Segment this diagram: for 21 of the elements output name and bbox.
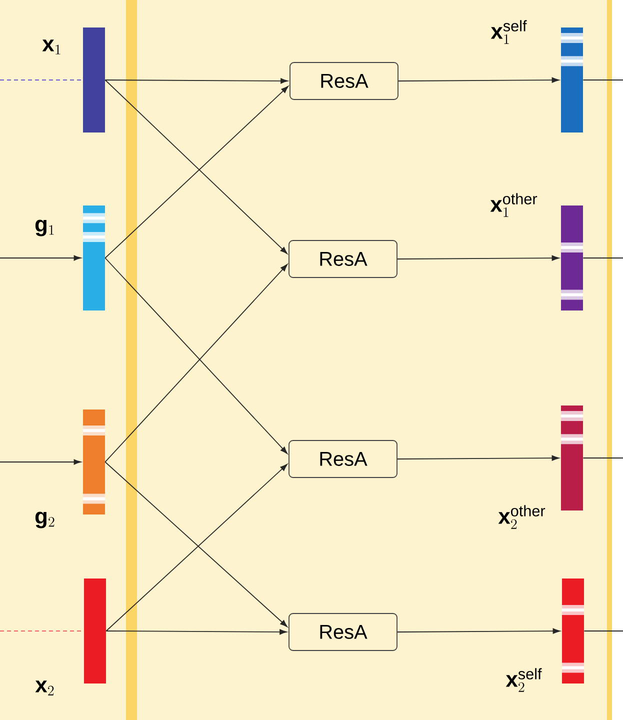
- arrow: [398, 77, 560, 83]
- panel: [137, 0, 607, 720]
- arrow: [397, 628, 560, 634]
- bar-label: $\mathbf{x}_{2}^{\mathrm{other}}$: [498, 505, 546, 529]
- arrow: [0, 459, 82, 465]
- arrow: [397, 255, 560, 261]
- arrow: [104, 78, 288, 84]
- arrow: [0, 255, 82, 261]
- process-box: ResA: [288, 440, 398, 478]
- process-box: ResA: [290, 62, 398, 100]
- arrow: [397, 455, 560, 461]
- bar-label: $\mathbf{x}_{1}^{\mathrm{other}}$: [490, 193, 538, 217]
- arrow: [106, 629, 287, 635]
- bar-label: $\mathbf{x}_{1}^{\mathrm{self}}$: [490, 20, 527, 44]
- bar-label: $\mathbf{g}_{1}$: [35, 220, 54, 236]
- process-box: ResA: [288, 613, 398, 651]
- bar-label: $\mathbf{x}_{2}$: [35, 680, 54, 696]
- bar-label: $\mathbf{g}_{2}$: [35, 512, 54, 528]
- bar-label: $\mathbf{x}_{2}^{\mathrm{self}}$: [506, 668, 542, 692]
- bar-label: $\mathbf{x}_{1}$: [42, 40, 60, 54]
- process-box: ResA: [288, 240, 398, 278]
